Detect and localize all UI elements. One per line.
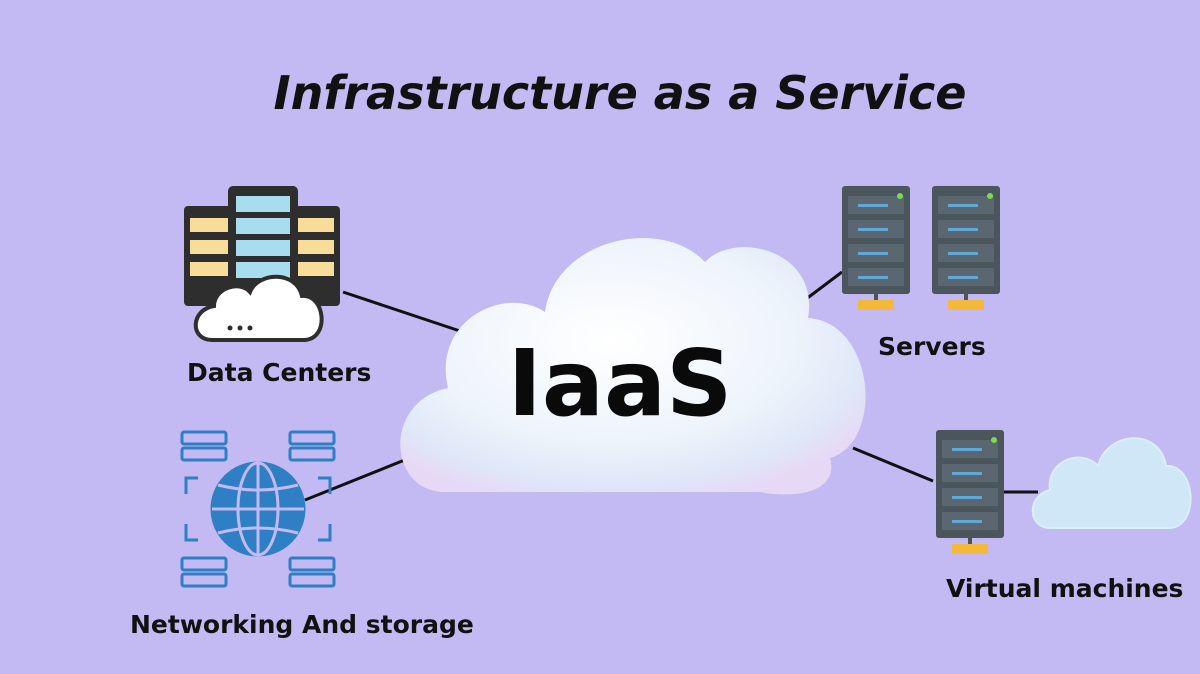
vm-cloud-icon (1031, 437, 1192, 529)
servers-icon (842, 186, 1000, 310)
label-servers: Servers (878, 332, 986, 361)
label-data-centers: Data Centers (187, 358, 372, 387)
connector-data-centers (342, 290, 476, 338)
diagram-title: Infrastructure as a Service (273, 66, 967, 120)
connector-virtual-machines (852, 446, 934, 483)
label-virtual-machines: Virtual machines (946, 574, 1184, 603)
virtual-machines-icon (936, 430, 1192, 554)
iaas-hub-label: IaaS (507, 330, 733, 437)
networking-storage-icon (180, 430, 336, 588)
data-center-icon (184, 186, 340, 342)
label-networking-storage: Networking And storage (130, 610, 474, 639)
iaas-cloud-icon (400, 238, 866, 495)
